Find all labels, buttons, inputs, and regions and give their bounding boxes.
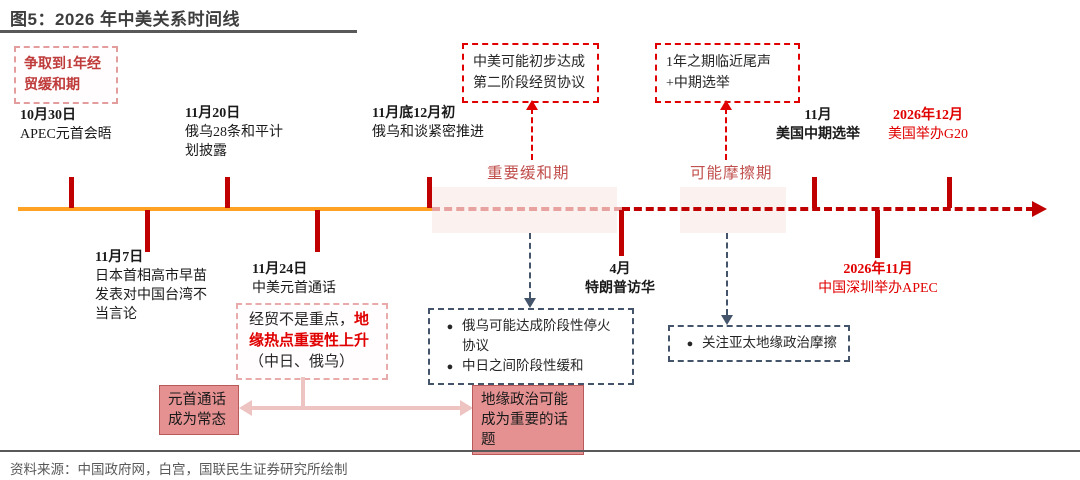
event-trump-visit: 4月 特朗普访华 <box>558 260 682 298</box>
up-arrow-easing-head-icon <box>526 100 538 110</box>
down-arrow-friction-line <box>726 233 728 315</box>
connector-right-arrow-icon <box>460 400 473 416</box>
event-peace-plan: 11月20日 俄乌28条和平计划披露 <box>185 104 289 161</box>
list-item: ● 中日之间阶段性缓和 <box>438 356 624 377</box>
up-arrow-friction-head-icon <box>720 100 732 110</box>
event-desc: 日本首相高市早苗发表对中国台湾不当言论 <box>95 269 207 322</box>
title-underline <box>0 30 357 33</box>
tick-leaders-call <box>315 210 320 252</box>
event-japan-remarks: 11月7日 日本首相高市早苗发表对中国台湾不当言论 <box>95 248 213 324</box>
strategy-part3: （中日、俄乌） <box>249 354 355 370</box>
event-desc: 俄乌28条和平计划披露 <box>185 125 283 159</box>
event-leaders-call: 11月24日 中美元首通话 <box>252 260 372 298</box>
phase-label-easing: 重要缓和期 <box>487 165 570 182</box>
connector-left-arrow-icon <box>239 400 252 416</box>
list-item-text: 中日之间阶段性缓和 <box>462 358 584 373</box>
event-date: 11月 <box>804 108 832 123</box>
connector-horizontal-line <box>252 406 460 410</box>
bullet-icon: ● <box>446 361 454 373</box>
down-arrow-friction-head-icon <box>721 315 733 325</box>
event-g20: 2026年12月 美国举办G20 <box>868 106 988 144</box>
event-desc: 俄乌和谈紧密推进 <box>372 125 484 140</box>
up-arrow-friction-line <box>725 108 727 160</box>
conclusion-calls-norm: 元首通话成为常态 <box>159 385 239 435</box>
event-desc: 中国深圳举办APEC <box>818 281 938 296</box>
bullet-icon: ● <box>686 338 694 350</box>
down-arrow-easing-head-icon <box>524 298 536 308</box>
event-date: 11月24日 <box>252 262 308 277</box>
callout-trade-truce: 争取到1年经贸缓和期 <box>14 46 118 104</box>
tick-japan-remarks <box>145 210 150 252</box>
timeline-arrowhead-icon <box>1032 201 1047 217</box>
event-apec-summit: 10月30日 APEC元首会晤 <box>20 106 150 144</box>
footer-divider <box>0 450 1080 452</box>
source-note: 资料来源：中国政府网，白宫，国联民生证券研究所绘制 <box>10 462 348 477</box>
callout-friction-outcomes: ● 关注亚太地缘政治摩擦 <box>668 325 850 362</box>
tick-talks-advance <box>427 177 432 208</box>
figure-title: 图5：2026 年中美关系时间线 <box>10 10 240 29</box>
event-desc: APEC元首会晤 <box>20 127 112 142</box>
event-date: 2026年11月 <box>843 262 913 277</box>
event-date: 2026年12月 <box>893 108 963 123</box>
tick-peace-plan <box>225 177 230 208</box>
timeline-future-dashed-segment <box>622 207 1034 211</box>
bullet-icon: ● <box>446 321 454 333</box>
event-desc: 中美元首通话 <box>252 281 336 296</box>
event-desc: 美国举办G20 <box>887 127 969 142</box>
list-item: ● 关注亚太地缘政治摩擦 <box>678 333 840 354</box>
tick-apec-summit <box>69 177 74 208</box>
event-desc: 美国中期选举 <box>776 127 860 142</box>
phase-label-friction: 可能摩擦期 <box>690 165 773 182</box>
strategy-part2: 地缘热点重要性上升 <box>249 312 370 349</box>
event-apec-shenzhen: 2026年11月 中国深圳举办APEC <box>793 260 963 298</box>
event-date: 11月底12月初 <box>372 106 456 121</box>
tick-apec-shenzhen <box>875 210 880 258</box>
down-arrow-easing-line <box>529 233 531 298</box>
list-item: ● 俄乌可能达成阶段性停火协议 <box>438 316 624 356</box>
callout-easing-outcomes: ● 俄乌可能达成阶段性停火协议 ● 中日之间阶段性缓和 <box>428 308 634 385</box>
timeline-easing-dashed-segment <box>432 207 622 211</box>
event-date: 4月 <box>609 262 631 277</box>
event-date: 10月30日 <box>20 108 76 123</box>
connector-vertical-line <box>301 377 305 410</box>
strategy-part1: 经贸不是重点， <box>249 312 355 328</box>
callout-one-year-end: 1年之期临近尾声+中期选举 <box>655 43 800 103</box>
event-date: 11月20日 <box>185 106 241 121</box>
event-desc: 特朗普访华 <box>585 281 655 296</box>
timeline-solid-segment <box>18 207 432 211</box>
list-item-text: 关注亚太地缘政治摩擦 <box>702 335 837 350</box>
callout-strategy-note: 经贸不是重点，地缘热点重要性上升 （中日、俄乌） <box>236 303 388 380</box>
up-arrow-easing-line <box>531 108 533 160</box>
list-item-text: 俄乌可能达成阶段性停火协议 <box>462 318 611 353</box>
tick-midterm <box>812 177 817 208</box>
tick-g20 <box>947 177 952 208</box>
tick-trump-visit <box>619 210 624 256</box>
event-midterm: 11月 美国中期选举 <box>758 106 878 144</box>
conclusion-geo-topic: 地缘政治可能成为重要的话题 <box>472 385 584 455</box>
event-talks-advance: 11月底12月初 俄乌和谈紧密推进 <box>372 104 512 142</box>
callout-phase2-deal: 中美可能初步达成第二阶段经贸协议 <box>462 43 599 103</box>
event-date: 11月7日 <box>95 250 144 265</box>
